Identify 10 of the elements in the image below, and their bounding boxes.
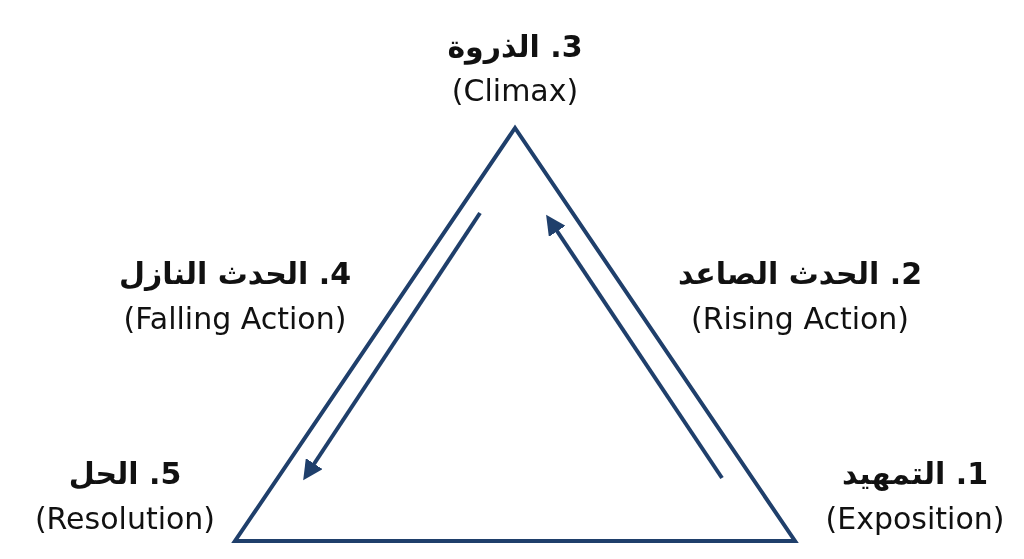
stage-subtitle: (Rising Action): [690, 300, 910, 338]
stage-title: 3. الذروة: [447, 28, 583, 66]
stage-title: 1. التمهيد: [842, 455, 988, 493]
stage-title: 2. الحدث الصاعد: [678, 255, 922, 293]
stage-subtitle: (Falling Action): [123, 300, 347, 338]
stage-subtitle: (Climax): [451, 72, 579, 110]
stage-title: 4. الحدث النازل: [118, 255, 352, 293]
stage-subtitle: (Resolution): [34, 500, 216, 538]
stage-subtitle: (Exposition): [825, 500, 1005, 538]
stage-title: 5. الحل: [68, 455, 182, 493]
